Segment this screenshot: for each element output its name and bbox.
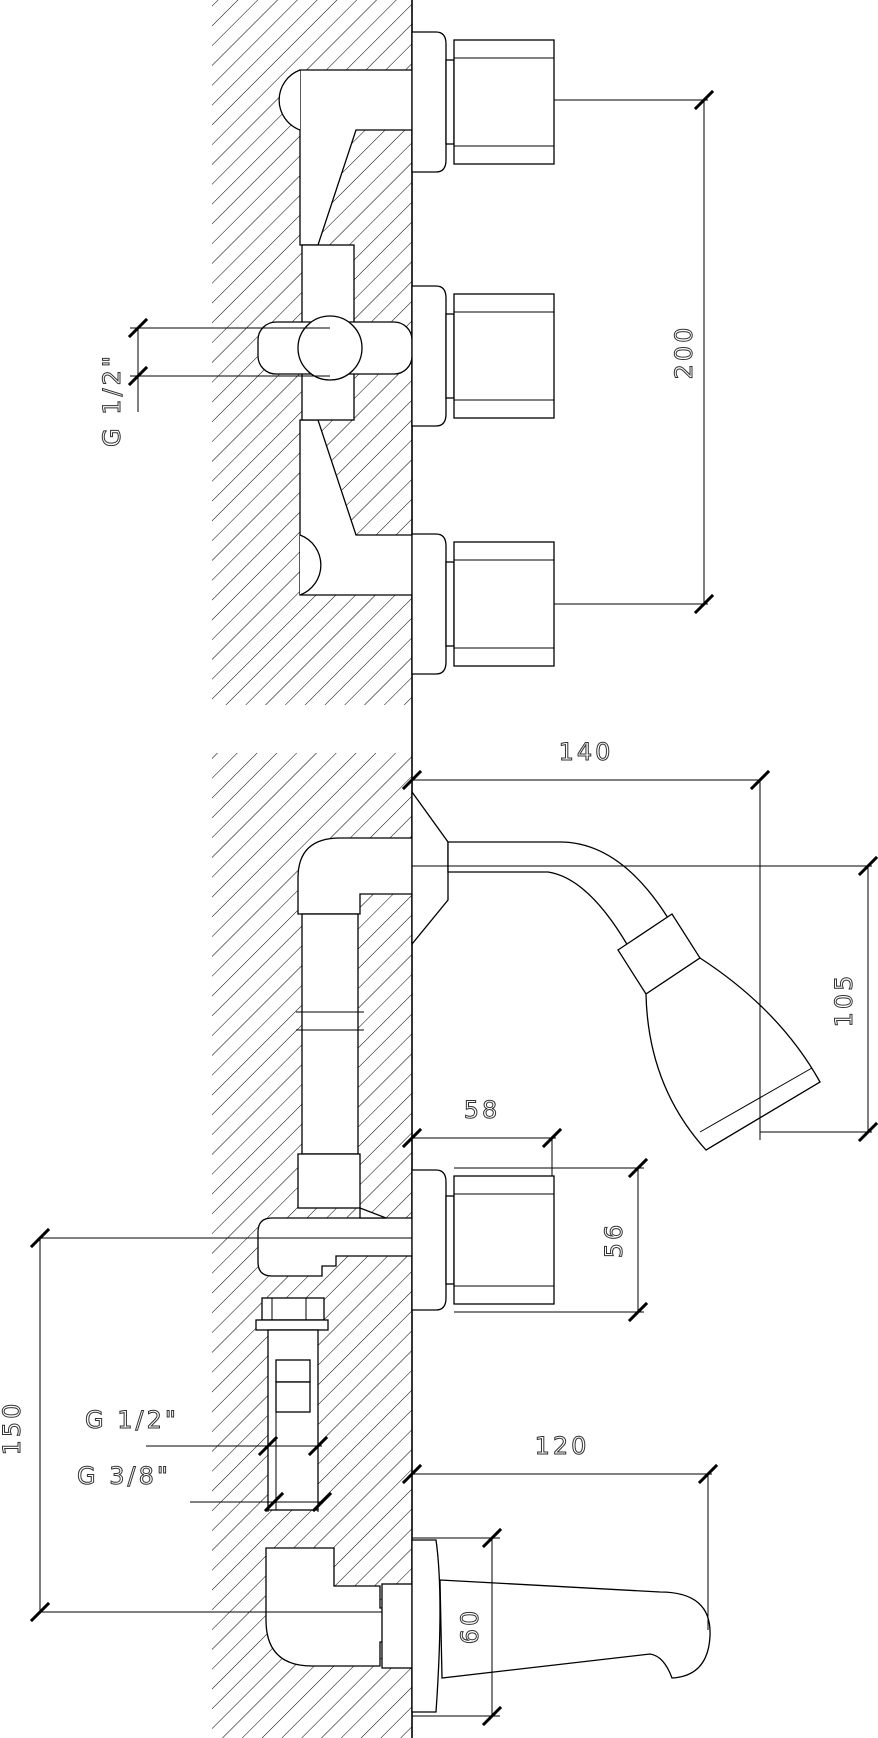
dim-120-label: 120 (535, 1432, 590, 1460)
shower-head (617, 913, 821, 1151)
dim-60: 60 (412, 1527, 503, 1727)
dim-200-label: 200 (670, 325, 698, 380)
shower-arm (411, 789, 669, 947)
dim-58: 58 (401, 1096, 563, 1176)
upper-handle-bottom (411, 533, 555, 675)
dim-thread-three-eighths-label: G 3/8" (77, 1462, 171, 1490)
dim-56: 56 (454, 1157, 649, 1323)
dim-200: 200 (554, 89, 715, 615)
dim-56-label: 56 (600, 1222, 628, 1259)
dim-140: 140 (401, 738, 771, 1140)
dim-58-label: 58 (464, 1096, 501, 1124)
dim-105-label: 105 (830, 973, 858, 1028)
inlet-circle-upper (297, 315, 363, 381)
dim-150: 150 (0, 1227, 412, 1623)
upper-handle-top (411, 31, 555, 173)
dim-thread-half-label: G 1/2" (85, 1406, 179, 1434)
dim-105: 105 (412, 855, 878, 1143)
lower-valve-body (257, 1207, 413, 1277)
upper-handle-middle (411, 285, 555, 427)
dim-150-label: 150 (0, 1401, 26, 1456)
lower-elbow (265, 1547, 413, 1669)
spout (411, 1539, 711, 1713)
dim-120: 120 (401, 1432, 719, 1630)
dim-60-label: 60 (456, 1608, 484, 1645)
dim-thread-upper-label: G 1/2" (98, 353, 126, 447)
shower-supply-pipe (296, 837, 413, 1209)
lower-handle (411, 1169, 555, 1311)
dim-140-label: 140 (559, 738, 614, 766)
dim-thread-three-eighths: G 3/8" (77, 1462, 333, 1513)
dim-thread-upper: G 1/2" (98, 317, 330, 447)
dim-thread-half: G 1/2" (85, 1406, 329, 1512)
